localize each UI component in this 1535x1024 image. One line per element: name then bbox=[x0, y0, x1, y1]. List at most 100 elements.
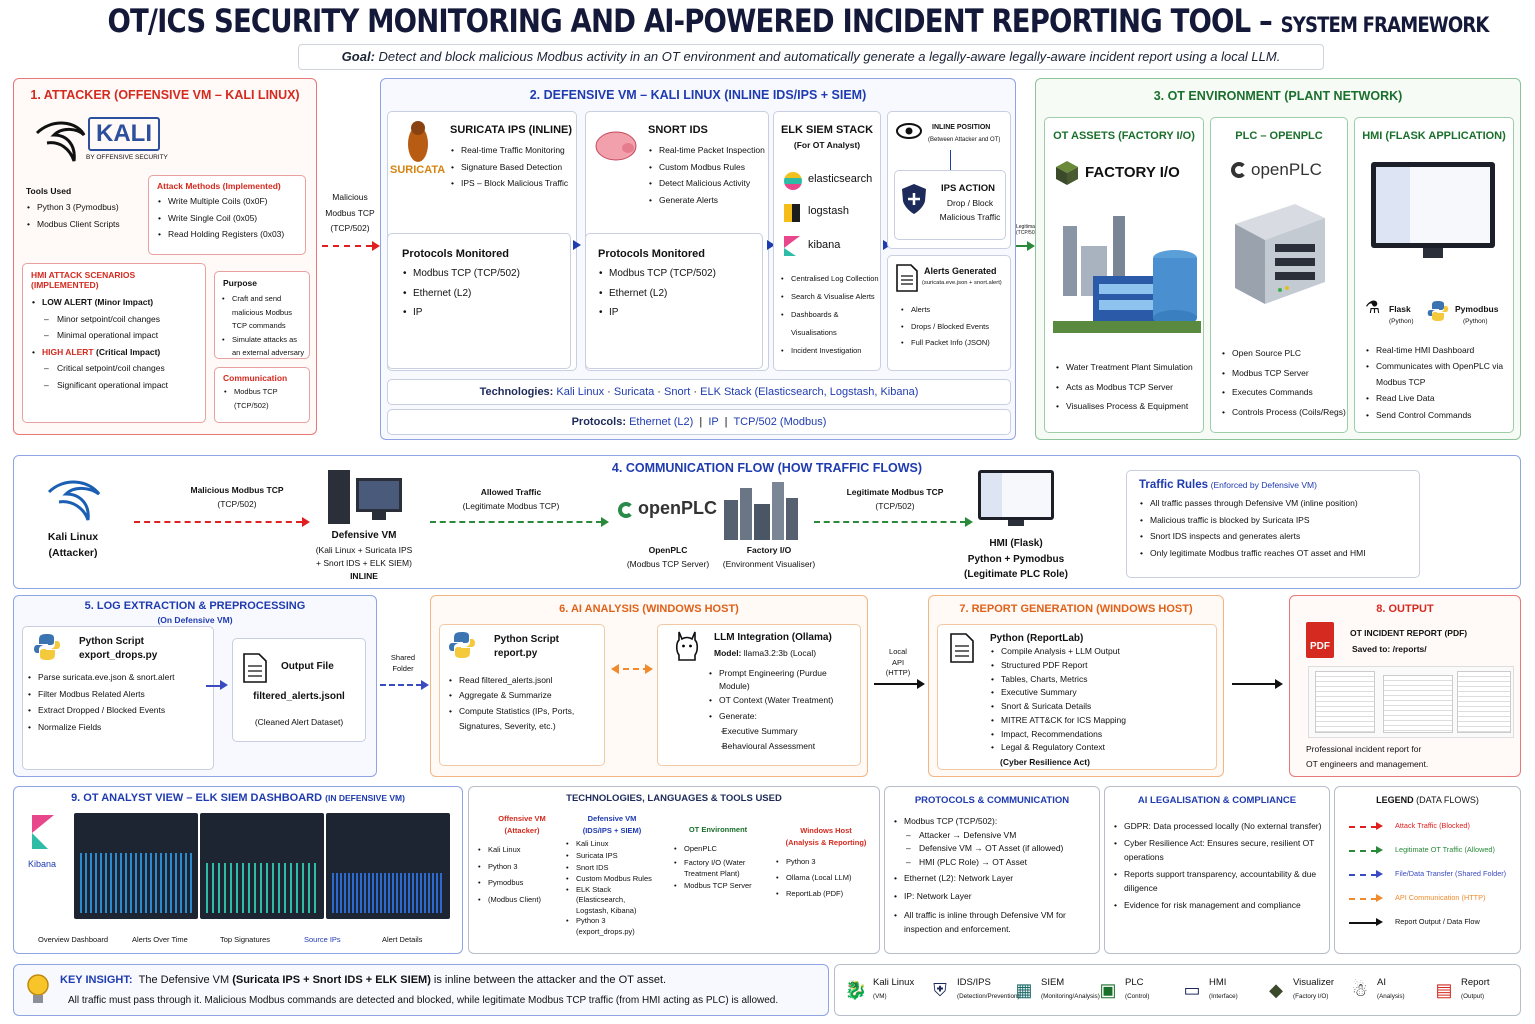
section-title: 6. AI ANALYSIS (WINDOWS HOST) bbox=[559, 603, 739, 615]
hmi-card: HMI (FLASK APPLICATION) ⚗ Flask (Python)… bbox=[1354, 117, 1514, 433]
legend-item: API Communication (HTTP) bbox=[1349, 889, 1517, 913]
page-title: OT/ICS SECURITY MONITORING AND AI-POWERE… bbox=[107, 2, 1489, 40]
legend-item: File/Data Transfer (Shared Folder) bbox=[1349, 865, 1517, 889]
kibana-icon bbox=[32, 815, 54, 849]
elk-card: ELK SIEM STACK (For OT Analyst) elastics… bbox=[773, 111, 881, 371]
section-ai-analysis: 6. AI ANALYSIS (WINDOWS HOST) Python Scr… bbox=[430, 595, 868, 777]
legend-label: Attack Traffic (Blocked) bbox=[1395, 821, 1470, 830]
icon-legend-sub: (Output) bbox=[1461, 993, 1485, 1000]
section-attacker: 1. ATTACKER (OFFENSIVE VM – KALI LINUX) … bbox=[13, 78, 317, 435]
icon-legend-item: ◆Visualizer(Factory I/O) bbox=[1263, 971, 1347, 1011]
dashboard-screenshot-signatures bbox=[326, 813, 450, 919]
legend-plc-icon: ▣ bbox=[1099, 980, 1117, 1000]
section-defensive-vm: 2. DEFENSIVE VM – KALI LINUX (INLINE IDS… bbox=[380, 78, 1016, 440]
section-report-generation: 7. REPORT GENERATION (WINDOWS HOST) Pyth… bbox=[928, 595, 1224, 777]
llm-card: LLM Integration (Ollama) Model: llama3.2… bbox=[657, 624, 861, 766]
factory-plant-image bbox=[1053, 216, 1201, 333]
legend-ids-ips-icon: ⛨ bbox=[933, 980, 947, 1000]
ot-assets-card: OT ASSETS (FACTORY I/O) FACTORY I/O Wate… bbox=[1044, 117, 1204, 433]
section-title: 4. COMMUNICATION FLOW (HOW TRAFFIC FLOWS… bbox=[611, 461, 923, 475]
snort-pig-icon bbox=[595, 131, 637, 161]
pdf-icon: PDF bbox=[1306, 622, 1334, 658]
python-logo-icon bbox=[1427, 301, 1449, 321]
icon-legend-title: AI bbox=[1377, 977, 1386, 988]
factory-io-cube-icon bbox=[1056, 161, 1078, 185]
section-analyst-view: 9. OT ANALYST VIEW – ELK SIEM DASHBOARD … bbox=[13, 786, 463, 954]
shield-icon bbox=[902, 184, 926, 214]
legend-line bbox=[1349, 898, 1377, 900]
icon-legend-sub: (Control) bbox=[1125, 993, 1150, 1000]
legend-line bbox=[1349, 922, 1377, 924]
icon-legend-item: ▤Report(Output) bbox=[1431, 971, 1515, 1011]
section-title: 7. REPORT GENERATION (WINDOWS HOST) bbox=[959, 603, 1193, 615]
legend-label: API Communication (HTTP) bbox=[1395, 893, 1486, 902]
snort-protocols-card: Protocols Monitored Modbus TCP (TCP/502)… bbox=[585, 233, 763, 369]
document-icon bbox=[243, 653, 267, 683]
section-title: 3. OT ENVIRONMENT (PLANT NETWORK) bbox=[1153, 89, 1403, 103]
legend-item: Attack Traffic (Blocked) bbox=[1349, 817, 1517, 841]
icon-legend-title: Kali Linux bbox=[873, 977, 915, 988]
report-pages-preview bbox=[1308, 666, 1514, 738]
factory-buildings-icon bbox=[724, 482, 798, 540]
legend-ai-icon: ☃ bbox=[1351, 980, 1369, 1000]
section-title: 8. OUTPUT bbox=[1376, 603, 1434, 615]
reportlab-card: Python (ReportLab) Compile Analysis + LL… bbox=[937, 624, 1217, 770]
dashboard-screenshot-overview bbox=[74, 813, 198, 919]
legend-report-icon: ▤ bbox=[1435, 980, 1453, 1000]
allowed-flow-arrow bbox=[430, 521, 602, 523]
protocols-bar: Protocols: Ethernet (L2) | IP | TCP/502 … bbox=[387, 409, 1011, 435]
section-title: 2. DEFENSIVE VM – KALI LINUX (INLINE IDS… bbox=[529, 88, 867, 102]
hmi-attack-card: HMI ATTACK SCENARIOS (IMPLEMENTED) LOW A… bbox=[22, 263, 206, 423]
kali-dragon-icon bbox=[47, 480, 101, 521]
attack-methods-card: Attack Methods (Implemented) Write Multi… bbox=[148, 175, 306, 255]
inline-ips-card: INLINE POSITION (Between Attacker and OT… bbox=[887, 111, 1011, 249]
legit-flow-label: Legitimate(TCP/502) bbox=[1016, 224, 1040, 236]
kali-logo: KALI bbox=[88, 117, 160, 151]
section-log-extraction: 5. LOG EXTRACTION & PREPROCESSING (On De… bbox=[13, 595, 377, 777]
legend-label: Report Output / Data Flow bbox=[1395, 917, 1480, 926]
flask-icon: ⚗ bbox=[1365, 298, 1381, 317]
document-icon bbox=[950, 633, 974, 663]
icon-legend-sub: (Factory I/O) bbox=[1293, 993, 1329, 1000]
legit-flow-arrow bbox=[1016, 245, 1028, 247]
section-title: 5. LOG EXTRACTION & PREPROCESSING bbox=[84, 600, 306, 612]
icon-legend-sub: (VM) bbox=[873, 993, 887, 1000]
legend-kali-linux-icon: 🐉 bbox=[844, 980, 868, 1000]
openplc-logo-icon bbox=[618, 502, 634, 518]
hmi-monitor-image bbox=[978, 470, 1054, 520]
section-title: 1. ATTACKER (OFFENSIVE VM – KALI LINUX) bbox=[30, 88, 300, 102]
key-insight-banner: KEY INSIGHT: The Defensive VM (Suricata … bbox=[13, 964, 829, 1016]
alerts-generated-card: Alerts Generated (suricata.eve.json + sn… bbox=[887, 255, 1011, 371]
kali-dragon-icon bbox=[35, 121, 86, 162]
kibana-icon bbox=[784, 236, 800, 256]
goal-banner: Goal: Detect and block malicious Modbus … bbox=[298, 44, 1324, 70]
traffic-rules-card: Traffic Rules (Enforced by Defensive VM)… bbox=[1126, 470, 1420, 578]
icon-legend-sub: (Analysis) bbox=[1377, 993, 1405, 1000]
legend-list: Attack Traffic (Blocked) Legitimate OT Tr… bbox=[1349, 817, 1517, 937]
attack-flow-arrow bbox=[322, 245, 372, 247]
dashboard-screenshot-alerts bbox=[200, 813, 324, 919]
document-icon bbox=[896, 264, 918, 292]
icon-legend-item: ⛨IDS/IPS(Detection/Prevention) bbox=[927, 971, 1019, 1011]
communication-card: Communication Modbus TCP (TCP/502) bbox=[214, 367, 310, 423]
protocols-panel: PROTOCOLS & COMMUNICATION Modbus TCP (TC… bbox=[884, 786, 1100, 954]
legit-flow-arrow bbox=[814, 521, 966, 523]
ai-compliance-panel: AI LEGALISATION & COMPLIANCE GDPR: Data … bbox=[1104, 786, 1330, 954]
tech-columns: Offensive VM(Attacker) Kali LinuxPython … bbox=[469, 811, 879, 951]
legend-hmi-icon: ▭ bbox=[1183, 980, 1201, 1000]
technologies-panel: TECHNOLOGIES, LANGUAGES & TOOLS USED Off… bbox=[468, 786, 880, 954]
plc-device-image bbox=[1235, 204, 1325, 304]
icon-legend-title: SIEM bbox=[1041, 977, 1065, 988]
plc-card: PLC – OPENPLC openPLC Open Source PLCMod… bbox=[1210, 117, 1348, 433]
icon-legend-item: 🐉 Kali Linux (VM) bbox=[843, 971, 927, 1011]
legend-label: Legitimate OT Traffic (Allowed) bbox=[1395, 845, 1495, 854]
icon-legend-title: PLC bbox=[1125, 977, 1144, 988]
icon-legend-title: IDS/IPS bbox=[957, 977, 991, 988]
python-logo-icon bbox=[449, 632, 475, 658]
attack-flow-arrow bbox=[134, 521, 302, 523]
